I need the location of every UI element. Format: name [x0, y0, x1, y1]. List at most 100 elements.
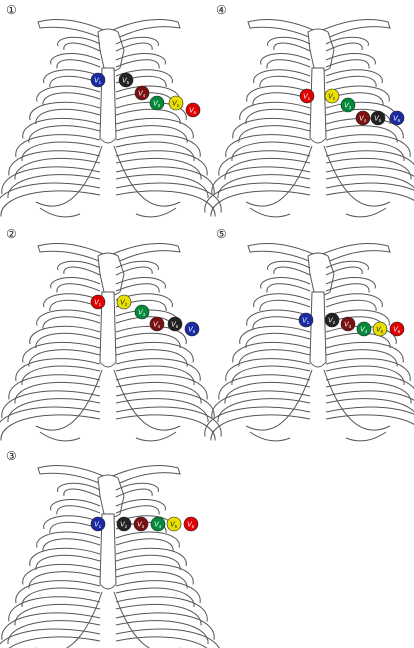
electrode-label: V1 — [303, 94, 311, 102]
electrode-dot — [370, 110, 386, 126]
electrode-dot — [183, 516, 199, 532]
electrode-label: V5 — [374, 116, 382, 124]
electrode-label: V3 — [344, 322, 352, 330]
electrode-label: V5 — [170, 522, 178, 530]
electrode-dot — [90, 72, 106, 88]
electrode-label: V5 — [171, 322, 179, 330]
electrode-dot — [134, 85, 150, 101]
electrode-dot — [340, 316, 356, 332]
electrode-v4: V4 — [150, 516, 166, 532]
electrode-label: V5 — [376, 327, 384, 335]
electrode-v1: V1 — [90, 72, 106, 88]
electrode-v4: V4 — [355, 110, 371, 126]
electrode-v3: V3 — [134, 304, 150, 320]
panel-number: ④ — [216, 3, 227, 17]
electrode-v5: V5 — [166, 516, 182, 532]
panel-number: ① — [6, 3, 17, 17]
electrode-dot — [299, 88, 315, 104]
electrode-dot — [372, 321, 388, 337]
electrode-label: V2 — [172, 101, 180, 109]
panel-number: ⑤ — [216, 227, 227, 241]
electrode-v3: V3 — [340, 316, 356, 332]
electrode-dot — [389, 110, 405, 126]
electrode-dot — [340, 97, 356, 113]
electrode-label: V6 — [189, 108, 197, 116]
electrode-v2: V2 — [116, 516, 132, 532]
electrode-dot — [149, 316, 165, 332]
electrode-v3: V3 — [133, 516, 149, 532]
electrode-dot — [118, 72, 134, 88]
electrode-dot — [185, 102, 201, 118]
electrode-dot — [324, 312, 340, 328]
electrode-v5: V5 — [370, 110, 386, 126]
electrode-v3: V3 — [340, 97, 356, 113]
electrode-dot — [184, 321, 200, 337]
electrode-label: V2 — [120, 522, 128, 530]
electrode-v6: V6 — [389, 321, 405, 337]
electrode-label: V1 — [94, 78, 102, 86]
panel-number: ③ — [6, 449, 17, 463]
electrode-label: V6 — [393, 327, 401, 335]
electrode-dot — [356, 321, 372, 337]
electrode-label: V6 — [188, 327, 196, 335]
electrode-dot — [166, 516, 182, 532]
electrode-v1: V1 — [298, 312, 314, 328]
electrode-v2: V2 — [324, 88, 340, 104]
electrode-dot — [134, 304, 150, 320]
electrode-v6: V6 — [184, 321, 200, 337]
electrode-label: V5 — [122, 78, 130, 86]
electrode-v1: V1 — [90, 516, 106, 532]
electrode-v4: V4 — [356, 321, 372, 337]
electrode-v5: V5 — [167, 316, 183, 332]
electrode-v1: V1 — [299, 88, 315, 104]
electrode-label: V3 — [138, 310, 146, 318]
electrode-label: V4 — [153, 322, 161, 330]
electrode-label: V2 — [328, 94, 336, 102]
electrode-dot — [90, 294, 106, 310]
electrode-label: V3 — [137, 522, 145, 530]
electrode-v4: V4 — [149, 316, 165, 332]
electrode-label: V4 — [138, 91, 146, 99]
electrode-dot — [355, 110, 371, 126]
electrode-dot — [116, 294, 132, 310]
electrode-dot — [149, 95, 165, 111]
electrode-label: V2 — [120, 300, 128, 308]
electrode-dot — [324, 88, 340, 104]
electrode-label: V1 — [302, 318, 310, 326]
panel-5: ③ V1 V2 V3 V4 V5 V6 — [0, 449, 220, 648]
electrode-label: V2 — [328, 318, 336, 326]
electrode-dot — [167, 316, 183, 332]
electrode-v6: V6 — [389, 110, 405, 126]
electrode-v3: V3 — [149, 95, 165, 111]
electrode-label: V6 — [393, 116, 401, 124]
electrode-dot — [298, 312, 314, 328]
electrode-dot — [116, 516, 132, 532]
electrode-dot — [150, 516, 166, 532]
electrode-v2: V2 — [168, 95, 184, 111]
electrode-label: V1 — [94, 300, 102, 308]
electrode-v4: V4 — [134, 85, 150, 101]
electrode-v1: V1 — [90, 294, 106, 310]
electrode-label: V3 — [153, 101, 161, 109]
electrode-dot — [90, 516, 106, 532]
electrode-v5: V5 — [118, 72, 134, 88]
electrode-label: V1 — [94, 522, 102, 530]
electrode-label: V6 — [187, 522, 195, 530]
electrode-label: V4 — [360, 327, 368, 335]
electrode-dot — [168, 95, 184, 111]
electrode-v2: V2 — [116, 294, 132, 310]
electrode-label: V4 — [154, 522, 162, 530]
electrode-dot — [389, 321, 405, 337]
electrode-dot — [133, 516, 149, 532]
electrode-v2: V2 — [324, 312, 340, 328]
electrode-v5: V5 — [372, 321, 388, 337]
panel-number: ② — [6, 227, 17, 241]
electrode-v6: V6 — [185, 102, 201, 118]
electrode-label: V3 — [344, 103, 352, 111]
electrode-label: V4 — [359, 116, 367, 124]
